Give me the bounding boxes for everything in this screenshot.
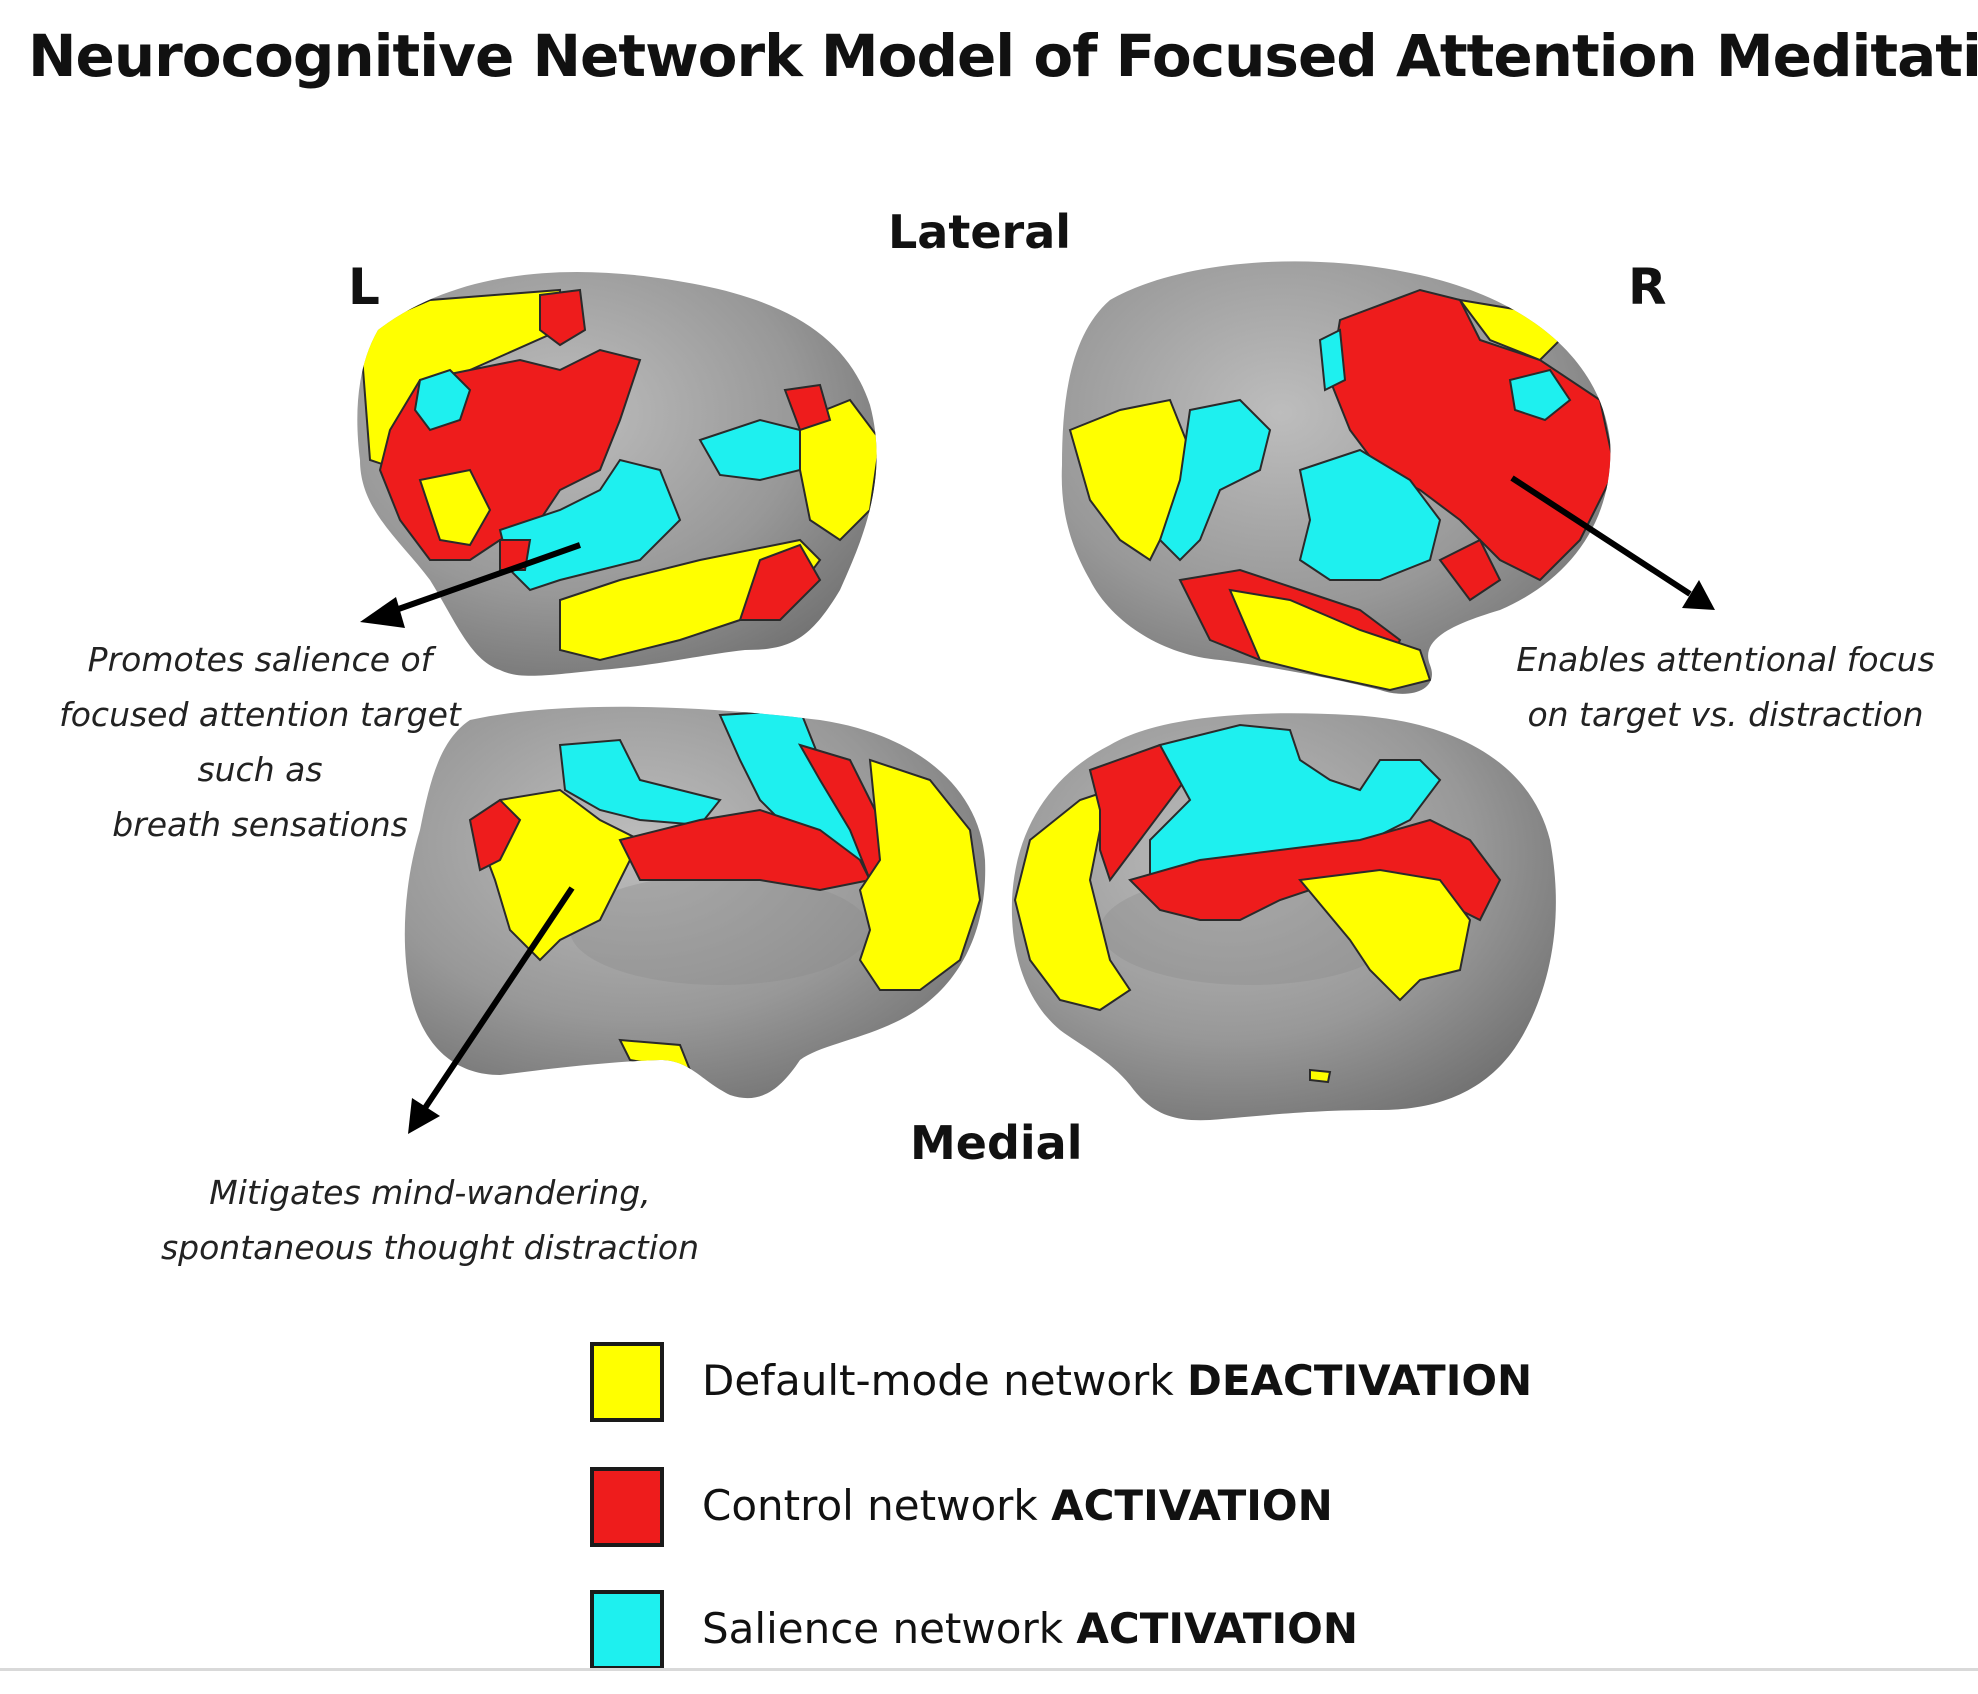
control-region [1438,538,1502,602]
left-medial-hemisphere [404,706,986,1099]
legend-network-name: Control network [702,1481,1038,1530]
legend-label-salience: Salience network ACTIVATION [702,1604,1358,1653]
dmn-annotation: Mitigates mind-wandering, spontaneous th… [110,1165,750,1275]
legend-network-state: ACTIVATION [1076,1604,1359,1653]
legend-item-default-mode: Default-mode network DEACTIVATION [590,1342,1590,1426]
annotation-line: focused attention target [59,695,461,734]
legend-label-default-mode: Default-mode network DEACTIVATION [702,1356,1532,1405]
dmn-arrow [422,886,575,1110]
salience-region [1298,448,1442,581]
salience-arrow [389,542,581,615]
control-region [783,383,832,432]
dmn-region [618,1038,692,1072]
control-annotation: Enables attentional focus on target vs. … [1478,632,1973,742]
dmn-arrowhead [408,1098,440,1134]
legend-network-state: ACTIVATION [1051,1481,1333,1530]
annotation-line: spontaneous thought distraction [160,1228,700,1267]
salience-region [558,738,722,827]
dmn-region [1298,868,1472,1002]
salience-region [1318,328,1347,392]
dmn-region [799,398,877,542]
right-lateral-hemisphere [1061,261,1611,694]
control-region [468,798,522,872]
control-region [738,543,822,621]
control-arrowhead [1682,580,1715,610]
left-lateral-hemisphere [357,271,877,676]
dmn-region [858,758,982,991]
default-mode-swatch [590,1342,664,1422]
dmn-region [1309,1068,1332,1084]
salience-region [1508,368,1572,422]
left-hemisphere-label: L [348,258,380,316]
dmn-region [478,788,642,962]
legend-item-control: Control network ACTIVATION [590,1467,1590,1551]
annotation-line: such as [197,750,323,789]
legend-network-name: Default-mode network [702,1356,1174,1405]
control-region [1328,288,1611,582]
right-medial-hemisphere [1011,713,1556,1121]
medial-view-label: Medial [910,1116,1083,1170]
salience-region [413,368,472,432]
legend-label-control: Control network ACTIVATION [702,1481,1333,1530]
figure-title: Neurocognitive Network Model of Focused … [28,22,1978,90]
lateral-view-label: Lateral [888,205,1072,259]
annotation-arrows [360,475,1715,1134]
salience-swatch [590,1590,664,1670]
dmn-region [418,468,492,547]
annotation-line: breath sensations [112,805,408,844]
annotation-line: Mitigates mind-wandering, [209,1173,651,1212]
salience-arrowhead [360,597,405,628]
bottom-divider [0,1668,1978,1671]
annotation-line: on target vs. distraction [1527,695,1924,734]
annotation-line: Enables attentional focus [1516,640,1935,679]
salience-region [1158,398,1272,562]
annotation-line: Promotes salience of [87,640,433,679]
dmn-region [1228,588,1432,692]
legend-network-state: DEACTIVATION [1187,1356,1533,1405]
legend-network-name: Salience network [702,1604,1064,1653]
legend-item-salience: Salience network ACTIVATION [590,1590,1590,1674]
control-arrow [1510,475,1692,597]
control-region [539,288,587,347]
dmn-region [1457,298,1562,362]
control-swatch [590,1467,664,1547]
salience-annotation: Promotes salience of focused attention t… [10,632,510,852]
right-hemisphere-label: R [1628,258,1667,316]
